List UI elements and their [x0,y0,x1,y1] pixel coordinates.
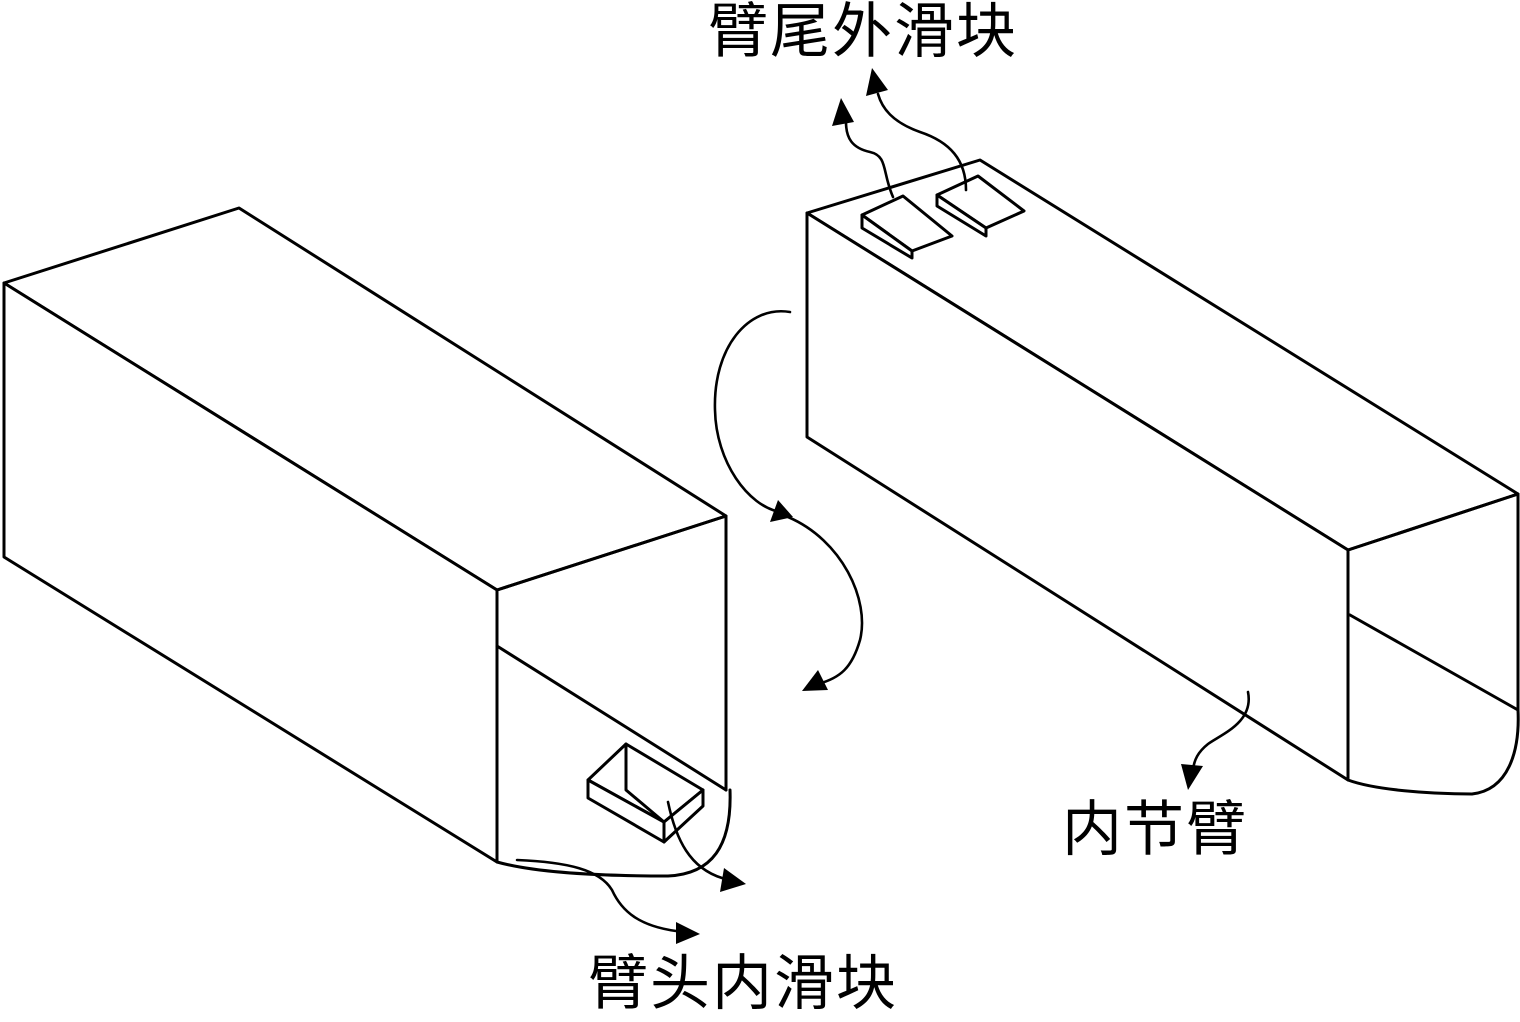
outer-boom-bottom-lip [495,788,732,878]
tail-slider-2-front [935,193,988,238]
tail-leader-1-head [832,98,854,126]
rotation-arrow-path-lower [786,515,864,686]
head-leader-1 [666,800,724,880]
head-inner-slider-label: 臂头内滑块 [588,949,898,1019]
head-inner-slider-block [586,742,705,844]
inner-boom-front-face [1346,492,1520,712]
rotation-arrow-path-upper [713,309,792,514]
tail-leader-1 [844,120,895,199]
tail-outer-slider-label: 臂尾外滑块 [708,0,1018,67]
inner-boom-section [805,158,1520,796]
inner-section-arm-label: 内节臂 [1062,795,1248,865]
inner-boom-bottom-lip [1346,708,1520,796]
head-leader-2 [515,858,678,933]
tail-leader-2-head [866,68,888,96]
head-slider-inner-edge [624,742,666,824]
tail-leader-2 [876,92,968,192]
rotation-arrow-head-lower [802,670,828,691]
head-leader-1-head [720,868,746,892]
rotation-arrow [713,309,864,691]
head-slider-side [662,788,705,844]
inner-arm-leader-head [1181,764,1203,790]
tail-outer-slider-block-1 [860,194,954,260]
outer-boom-section [2,206,732,878]
tail-slider-1-front [860,213,914,260]
head-leader-2-head [676,922,700,944]
outer-boom-inner-edge [495,644,728,792]
outer-boom-front-face [495,514,728,792]
inner-arm-leader [1191,690,1251,772]
head-slider-leader-arrows [515,800,746,944]
inner-arm-leader-arrow [1181,690,1251,790]
tail-slider-leader-arrows [832,68,968,199]
inner-boom-inner-edge [1348,613,1520,712]
